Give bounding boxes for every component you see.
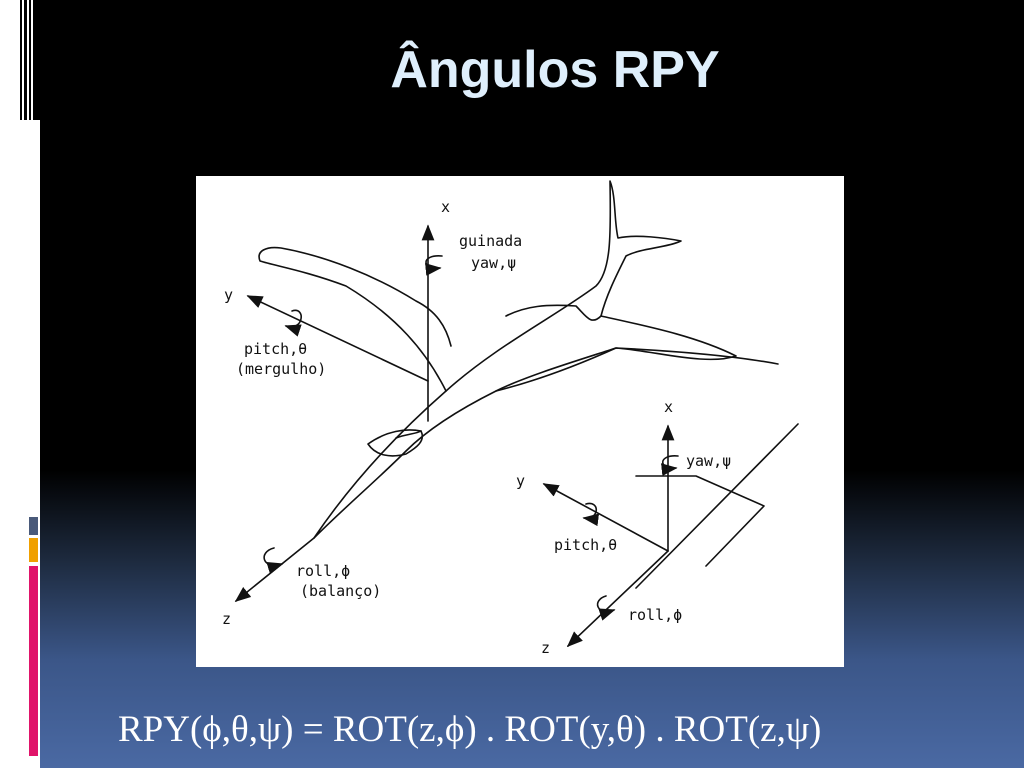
left-decoration-bars: [20, 0, 40, 120]
aircraft-pitch-label: pitch,θ: [244, 340, 307, 358]
rpy-diagram-drawing: x guinada yaw,ψ y pitch,θ (mergulho) rol…: [222, 180, 799, 657]
frame-x-label: x: [664, 398, 673, 416]
reference-frame-edge: [635, 423, 799, 589]
reference-frame: [635, 423, 799, 589]
aircraft-roll-pt-label: (balanço): [300, 582, 381, 600]
frame-pitch-label: pitch,θ: [554, 536, 617, 554]
frame-roll-rotation-icon: [596, 595, 616, 621]
frame-z-axis: [566, 550, 669, 648]
accent-bar-pink: [29, 566, 38, 756]
slide-title: Ângulos RPY: [390, 41, 720, 99]
aircraft-yaw-label: yaw,ψ: [471, 254, 516, 272]
aircraft-yaw-pt-label: guinada: [459, 232, 522, 250]
rpy-formula: RPY(ϕ,θ,ψ) = ROT(z,ϕ) . ROT(y,θ) . ROT(z…: [118, 709, 822, 750]
aircraft-roll-label: roll,ϕ: [296, 562, 350, 580]
aircraft-pitch-rotation-icon: [284, 309, 302, 337]
frame-yaw-label: yaw,ψ: [686, 452, 731, 470]
rpy-diagram: x guinada yaw,ψ y pitch,θ (mergulho) rol…: [196, 176, 844, 667]
frame-pitch-rotation-icon: [582, 502, 600, 527]
accent-bar-orange: [29, 538, 38, 562]
aircraft-roll-rotation-icon: [263, 547, 284, 575]
aircraft-z-label: z: [222, 610, 231, 628]
reference-plane: [635, 475, 765, 567]
frame-y-label: y: [516, 472, 525, 490]
frame-y-axis: [542, 483, 669, 552]
aircraft-outline: [258, 180, 779, 539]
accent-bar-slate: [29, 517, 38, 535]
frame-z-label: z: [541, 639, 550, 657]
aircraft-yaw-rotation-icon: [425, 255, 443, 276]
frame-roll-label: roll,ϕ: [628, 606, 682, 624]
aircraft-pitch-pt-label: (mergulho): [236, 360, 326, 378]
frame-yaw-rotation-icon: [660, 455, 679, 476]
aircraft-y-label: y: [224, 286, 233, 304]
aircraft-x-label: x: [441, 198, 450, 216]
aircraft-y-axis: [246, 295, 429, 382]
